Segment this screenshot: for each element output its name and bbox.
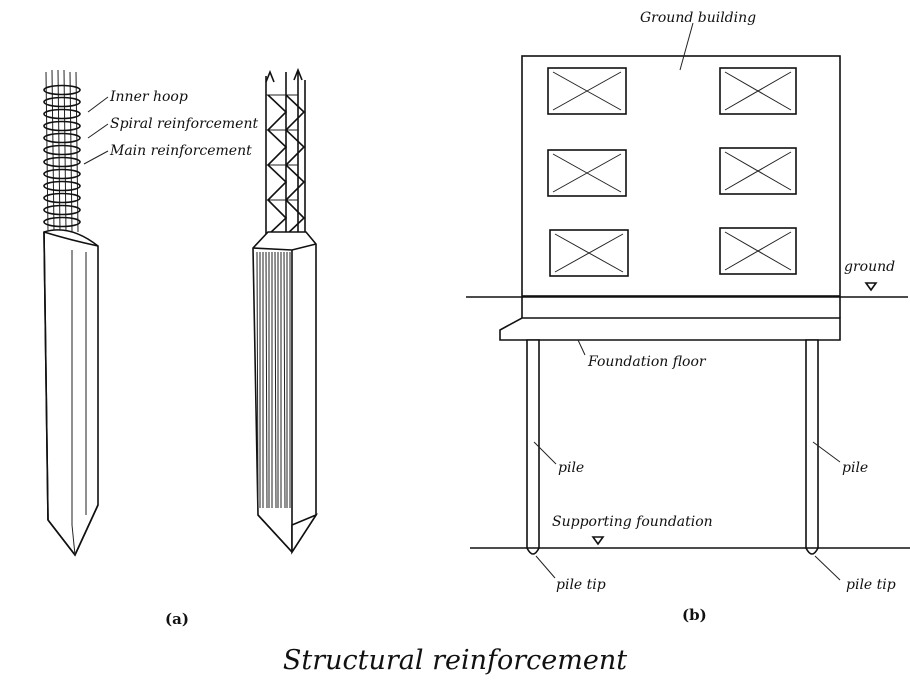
label-ground: ground xyxy=(844,259,895,275)
spiral-coil xyxy=(43,216,81,228)
window xyxy=(547,149,627,197)
pile-a-left-edge xyxy=(43,231,49,521)
pile-a-right-shading xyxy=(256,251,291,509)
label-pile-left: pile xyxy=(558,460,584,476)
shading-line xyxy=(274,251,277,509)
spiral-coil xyxy=(43,192,81,204)
ground-marker-icon xyxy=(864,282,878,292)
shading-line xyxy=(283,251,286,509)
building-windows xyxy=(547,67,797,277)
spiral-coil xyxy=(43,132,81,144)
foundation-floor xyxy=(499,317,841,341)
pile-a-left-tip-edge xyxy=(71,524,76,556)
label-leaders-b xyxy=(533,22,841,581)
spiral-coil xyxy=(43,108,81,120)
ground-building xyxy=(521,55,841,297)
pile-a-left-top-face xyxy=(43,231,99,247)
label-main-reinforcement: Main reinforcement xyxy=(109,143,252,159)
label-inner-hoop: Inner hoop xyxy=(109,89,188,105)
pile-right xyxy=(805,339,819,555)
label-foundation-floor: Foundation floor xyxy=(587,354,707,370)
spiral-coil xyxy=(43,120,81,132)
label-pile-right: pile xyxy=(842,460,868,476)
figure-b: ground Ground building Foundation floor … xyxy=(466,10,910,593)
label-leaders-a xyxy=(83,96,109,165)
spiral-coil xyxy=(43,96,81,108)
label-pile-tip-left: pile tip xyxy=(556,577,606,593)
window xyxy=(547,67,627,115)
spiral-coil xyxy=(43,156,81,168)
figure-caption: Structural reinforcement xyxy=(283,645,627,676)
spiral-coil xyxy=(43,144,81,156)
window xyxy=(719,147,797,195)
shading-line xyxy=(256,251,259,509)
pile-left xyxy=(526,339,540,555)
label-supporting-foundation: Supporting foundation xyxy=(552,514,713,530)
foundation-walls xyxy=(521,297,841,318)
label-pile-tip-right: pile tip xyxy=(846,577,896,593)
spiral-coil xyxy=(43,180,81,192)
label-ground-building: Ground building xyxy=(640,10,756,26)
truss-reinforcement-cage xyxy=(265,67,306,238)
sub-label-a: (a) xyxy=(165,610,189,628)
spiral-coil xyxy=(43,84,81,96)
label-spiral-reinforcement: Spiral reinforcement xyxy=(110,116,258,132)
window xyxy=(549,229,629,277)
spiral-reinforcement xyxy=(43,84,81,228)
window xyxy=(719,67,797,115)
pile-a-right xyxy=(252,67,319,555)
spiral-coil xyxy=(43,168,81,180)
pile-a-left-body xyxy=(43,229,99,557)
sub-label-b: (b) xyxy=(682,606,707,624)
supporting-foundation-marker-icon xyxy=(591,536,605,546)
shading-line xyxy=(265,251,268,509)
pile-a-right-tip-face xyxy=(291,513,319,555)
spiral-coil xyxy=(43,204,81,216)
pile-a-left xyxy=(43,69,99,557)
window xyxy=(719,227,797,275)
